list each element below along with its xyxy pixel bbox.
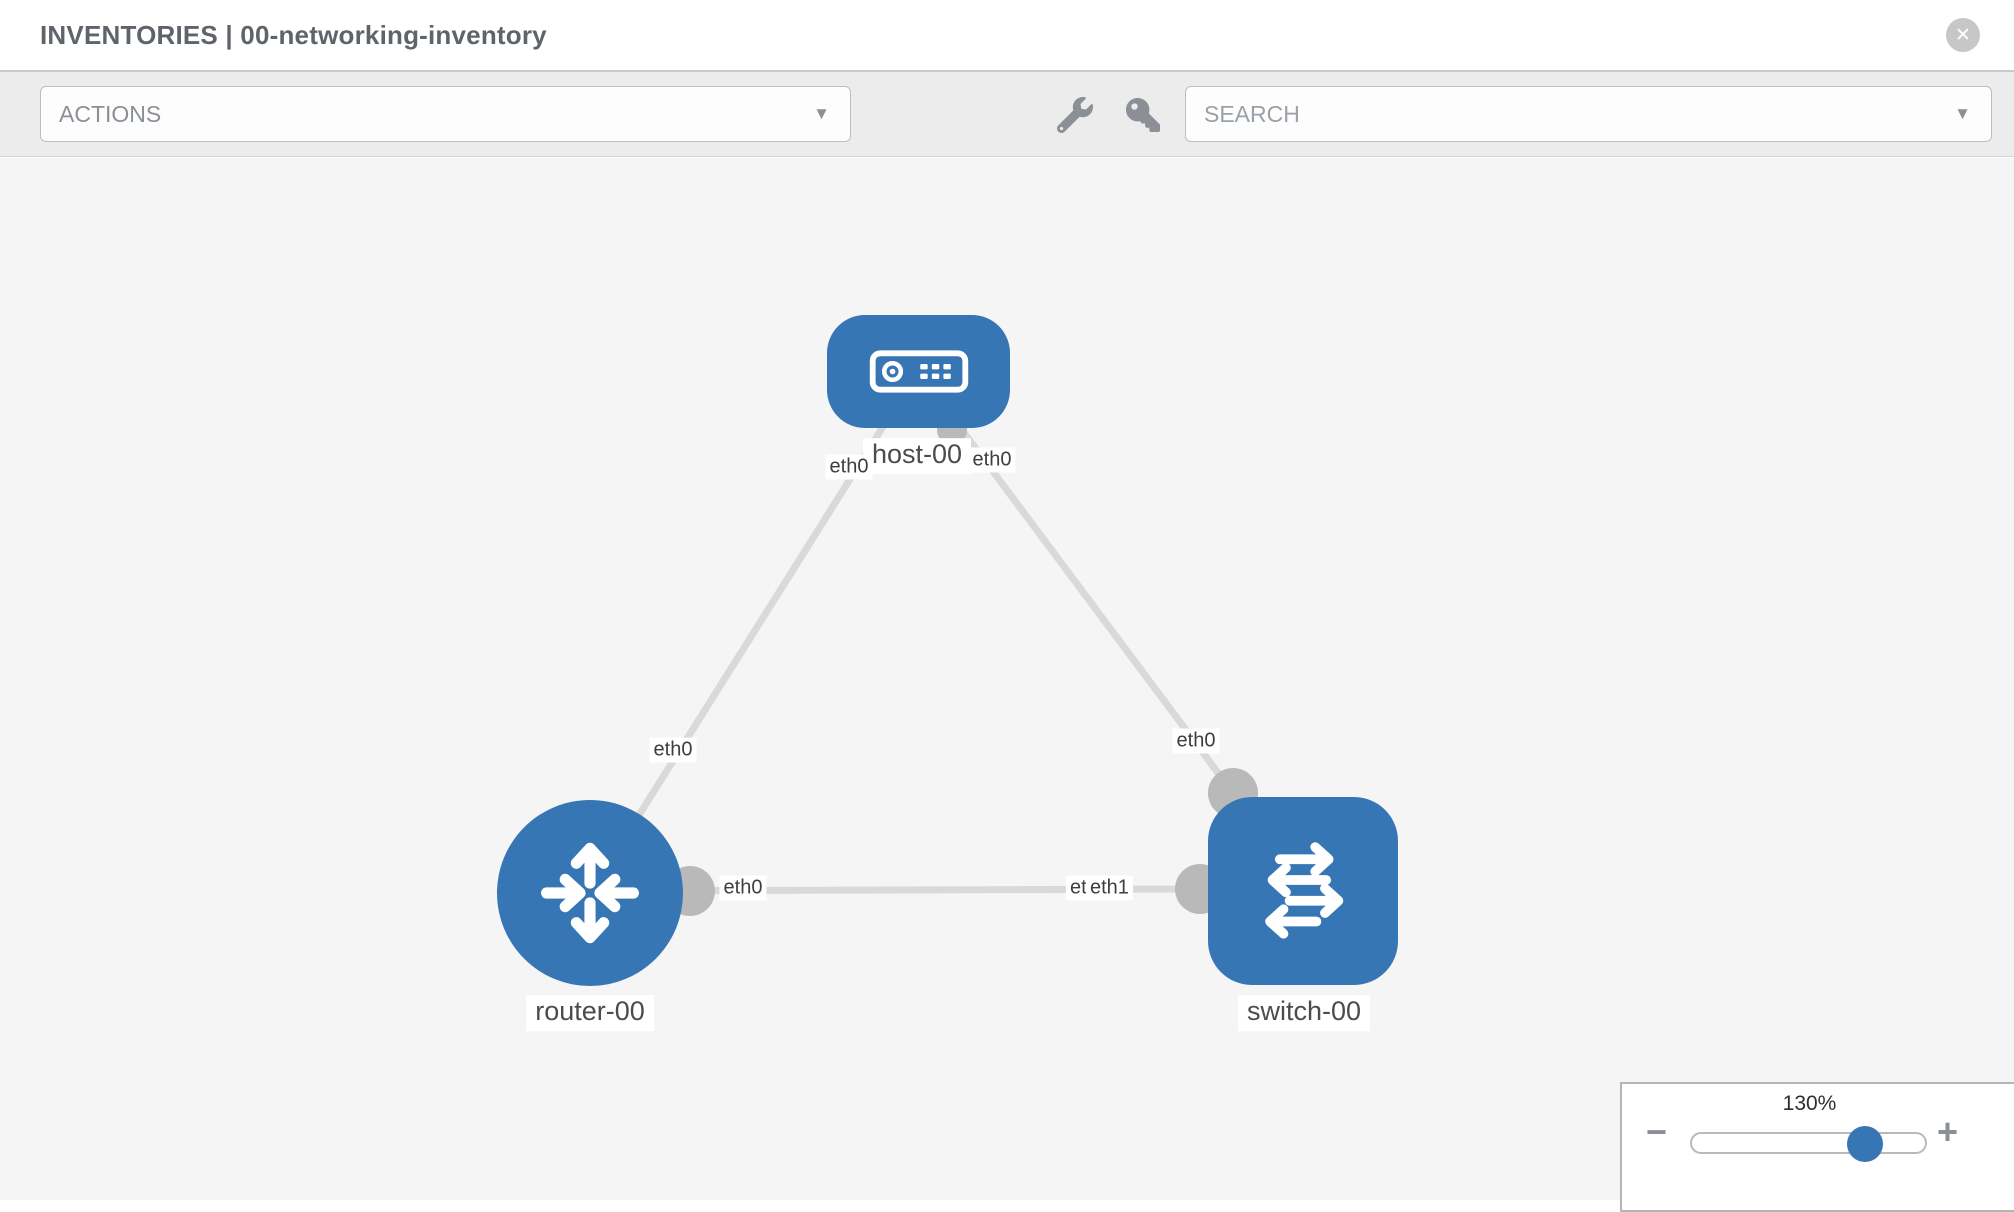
credentials-button[interactable] [1124,96,1162,134]
node-router-00[interactable] [497,800,683,986]
node-switch-00[interactable] [1208,797,1398,985]
zoom-widget: 130% − + [1620,1082,2014,1212]
caret-down-icon: ▼ [813,104,830,123]
zoom-slider-handle[interactable] [1847,1126,1883,1162]
node-host-00[interactable] [827,315,1010,428]
node-label-switch-00: switch-00 [1237,995,1371,1031]
zoom-slider-track[interactable] [1690,1132,1927,1154]
key-icon [1126,98,1160,132]
window-header: INVENTORIES | 00-networking-inventory ✕ [0,0,2014,72]
port-label-mid-left: eth0 [719,875,767,901]
search-dropdown[interactable]: ▼ [1185,86,1992,142]
tools-button[interactable] [1056,96,1094,134]
links-layer [587,368,1258,916]
topology-canvas[interactable]: host-00 router-00 switch-00 eth0 eth0 et… [0,158,2014,1200]
actions-dropdown-label: ACTIONS [59,101,162,127]
plus-icon: + [1937,1111,1959,1152]
close-button[interactable]: ✕ [1946,18,1980,52]
node-label-host-00: host-00 [862,438,972,474]
router-icon [541,842,639,944]
toolbar: ACTIONS ▼ ▼ [0,72,2014,157]
zoom-level-text: 130% [1782,1092,1837,1115]
port-label-mid-right-eth1: eth1 [1086,875,1133,901]
page-title: INVENTORIES | 00-networking-inventory [40,20,547,50]
zoom-in-button[interactable]: + [1937,1114,1958,1150]
close-icon: ✕ [1955,24,1971,46]
zoom-out-button[interactable]: − [1646,1114,1667,1150]
wrench-icon [1057,97,1093,133]
minus-icon: − [1646,1111,1668,1152]
port-label-switch-top: eth0 [1172,728,1220,754]
port-label-host-right: eth0 [968,447,1016,473]
search-input[interactable] [1186,87,1991,141]
host-icon [869,350,968,393]
port-label-router-top: eth0 [649,737,697,763]
switch-icon [1265,842,1344,939]
actions-dropdown[interactable]: ACTIONS ▼ [40,86,851,142]
port-label-host-left: eth0 [825,454,873,480]
node-label-router-00: router-00 [526,995,654,1031]
